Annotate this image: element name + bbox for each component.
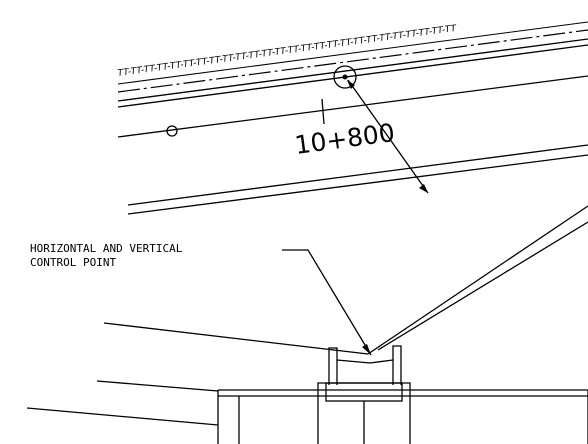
small-circle-marker: [166, 125, 178, 137]
road-lower-line-2: [127, 154, 588, 215]
railing-underline: [117, 21, 588, 85]
station-tick: [321, 98, 325, 125]
dashed-centerline: [117, 29, 588, 93]
railing-hatch-text: TT-TT-TT-TT-TT-TT-TT-TT-TT-TT-TT-TT-TT-T…: [117, 24, 458, 79]
dimension-arrow-top: [347, 80, 355, 89]
station-label: 10+800: [293, 118, 396, 160]
pier-left-column: [328, 347, 338, 385]
callout-text-line-1: HORIZONTAL AND VERTICAL: [30, 242, 183, 255]
callout-arrow: [362, 344, 371, 355]
callout-leader-line: [282, 249, 372, 356]
deck-right-line: [367, 205, 588, 355]
pier-base-inner: [325, 382, 403, 402]
deck-left-line: [103, 322, 369, 355]
control-point-circle: [333, 65, 357, 89]
deck-right-line-inner: [377, 221, 588, 351]
dimension-arrow-bottom: [419, 184, 428, 193]
dimension-leader-line: [347, 79, 429, 194]
ground-line-1: [96, 380, 219, 392]
pier-bracket: [336, 359, 394, 364]
callout-text-line-2: CONTROL POINT: [30, 256, 116, 269]
control-point-dot: [342, 74, 348, 80]
road-mid-line: [117, 75, 588, 138]
road-edge-line-2: [117, 44, 588, 108]
ground-line-2: [26, 407, 219, 426]
road-lower-line-1: [127, 144, 588, 206]
pier-right-column: [392, 345, 402, 385]
